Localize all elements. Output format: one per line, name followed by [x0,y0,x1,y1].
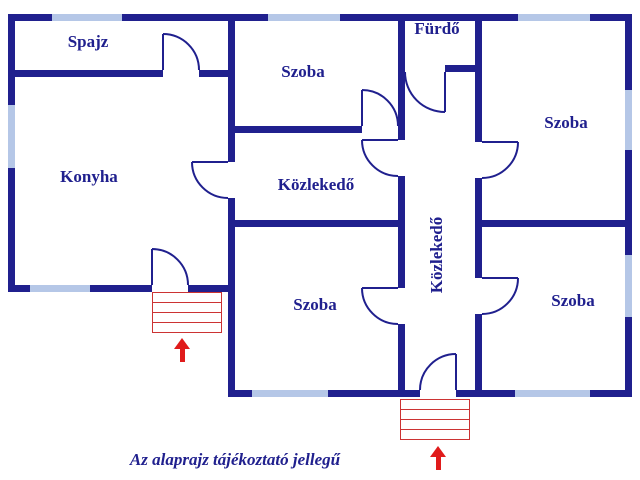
door-opening-szoba-right-bottom [475,278,482,314]
stair-step [152,322,222,333]
window-right-upper [625,90,632,150]
window-szoba-top [268,14,340,21]
door-opening-konyha [228,162,235,198]
room-label-szoba-right-bottom: Szoba [551,291,595,310]
stair-step [400,429,470,440]
room-label-spajz: Spajz [67,32,109,51]
window-konyha-left [8,105,15,168]
window-szoba-bottom [252,390,328,397]
arrow-head [174,338,190,349]
window-szoba-right-top [518,14,590,21]
door-arc [151,248,189,286]
room-label-szoba-top: Szoba [281,62,325,81]
door-hall [361,139,399,177]
room-label-kozlekedo-vertical: Közlekedő [427,216,446,294]
room-label-furdo: Fürdő [414,19,460,38]
door-opening-szoba-bottom [398,288,405,324]
door-szoba-bottom [361,287,399,325]
door-arc [361,139,399,177]
wall-spajz-divider [8,70,235,77]
door-opening-konyha-exit [152,285,188,292]
room-label-szoba-right-top: Szoba [544,113,588,132]
door-opening-furdo [405,65,445,72]
door-arc [162,33,200,71]
door-arc [191,161,229,199]
door-opening-entry [420,390,456,397]
arrow-head [430,446,446,457]
window-right-lower [625,255,632,317]
door-spajz [162,33,200,71]
arrow-stem [435,457,441,470]
door-entry [419,353,457,391]
wall-outer-right [625,14,632,397]
stairs-bottom [400,399,470,440]
window-spajz [52,14,122,21]
entrance-arrow-icon [430,446,446,470]
wall-right-rooms-divider [475,220,632,227]
door-szoba-right-bottom [481,277,519,315]
door-furdo [404,71,446,113]
window-konyha-bottom [30,285,90,292]
door-szoba-top [361,89,399,127]
entrance-arrow-icon [174,338,190,362]
wall-kozlekedo-divider [228,220,405,227]
door-arc [404,71,446,113]
stairs-left [152,292,222,333]
door-arc [419,353,457,391]
door-arc [481,277,519,315]
window-szoba-right-bottom [515,390,590,397]
door-arc [361,89,399,127]
room-label-konyha: Konyha [60,167,118,186]
door-konyha [191,161,229,199]
door-arc [481,141,519,179]
room-label-kozlekedo-horizontal: Közlekedő [277,175,355,194]
wall-hall-left [398,14,405,397]
arrow-stem [179,349,185,362]
door-konyha-exit [151,248,189,286]
wall-konyha-bottom [8,285,235,292]
wall-szoba-top-divider [228,126,405,133]
wall-mid-vertical [228,14,235,397]
door-opening-spajz [163,70,199,77]
wall-hall-right [475,14,482,397]
door-arc [361,287,399,325]
door-opening-szoba-right-top [475,142,482,178]
room-label-szoba-bottom: Szoba [293,295,337,314]
door-opening-hall [398,140,405,176]
door-opening-szoba-top [362,126,398,133]
door-szoba-right-top [481,141,519,179]
disclaimer-text: Az alaprajz tájékoztató jellegű [129,450,341,469]
